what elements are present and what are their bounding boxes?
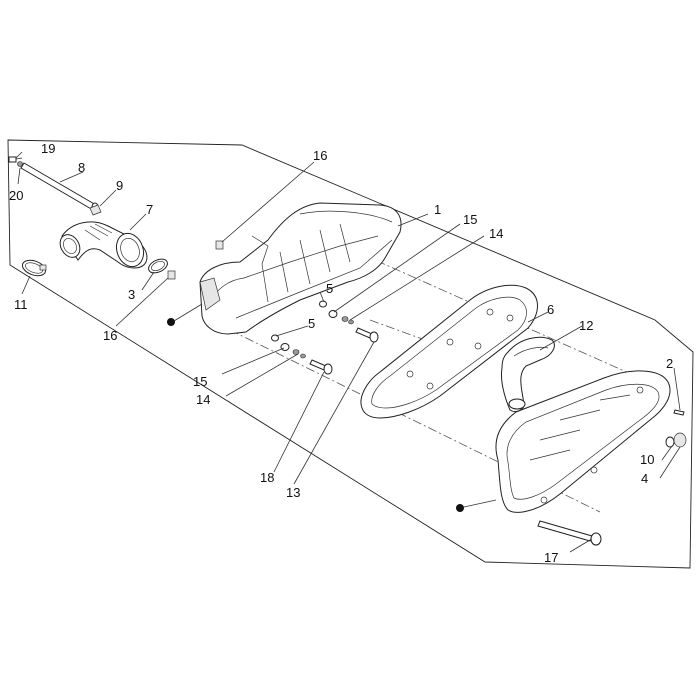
part-15-washer-lower bbox=[280, 343, 290, 351]
callout-11: 11 bbox=[14, 297, 28, 312]
part-10-washer bbox=[665, 436, 675, 448]
callout-6: 6 bbox=[547, 302, 554, 317]
reference-dot-housing bbox=[167, 318, 175, 326]
part-16-clip-upper bbox=[215, 240, 224, 250]
callout-15-lower: 15 bbox=[193, 374, 207, 389]
callout-5-lower: 5 bbox=[308, 316, 315, 331]
callout-1: 1 bbox=[434, 202, 441, 217]
part-20-clip bbox=[17, 161, 23, 167]
callout-10: 10 bbox=[640, 452, 654, 467]
part-13-bolt bbox=[355, 327, 379, 343]
part-18-bolt bbox=[309, 359, 333, 375]
callout-18: 18 bbox=[260, 470, 274, 485]
part-7-elbow-duct bbox=[59, 221, 148, 269]
callout-5-upper: 5 bbox=[326, 281, 333, 296]
callout-17: 17 bbox=[544, 550, 558, 565]
part-1-airbox-housing bbox=[199, 202, 402, 335]
callout-14-upper: 14 bbox=[489, 226, 503, 241]
part-5-nut-upper bbox=[319, 300, 327, 308]
part-17-outer-cover bbox=[495, 370, 671, 513]
callout-19: 19 bbox=[41, 141, 55, 156]
callout-12: 12 bbox=[579, 318, 593, 333]
callout-7: 7 bbox=[146, 202, 153, 217]
part-6-gasket bbox=[360, 284, 538, 419]
part-14-washer-upper bbox=[341, 316, 354, 325]
callout-16-upper: 16 bbox=[313, 148, 327, 163]
callout-14-lower: 14 bbox=[196, 392, 210, 407]
part-12-filter-tube bbox=[501, 336, 555, 413]
part-8-rod bbox=[20, 162, 99, 212]
callout-20: 20 bbox=[9, 188, 23, 203]
callout-2: 2 bbox=[666, 356, 673, 371]
part-17-long-bolt bbox=[537, 520, 602, 546]
reference-dot-cover bbox=[456, 504, 464, 512]
assembly-boundary bbox=[7, 139, 694, 569]
part-4-cap bbox=[673, 432, 687, 448]
part-19-screw bbox=[8, 156, 23, 163]
part-14-washer-lower bbox=[292, 349, 306, 359]
part-5-nut-lower bbox=[271, 334, 279, 342]
callout-13: 13 bbox=[286, 485, 300, 500]
callout-3: 3 bbox=[128, 287, 135, 302]
part-16-clip-lower bbox=[167, 270, 176, 280]
part-2-screw bbox=[673, 409, 685, 416]
callout-15-upper: 15 bbox=[463, 212, 477, 227]
callout-16-lower: 16 bbox=[103, 328, 117, 343]
part-9-fitting bbox=[89, 204, 102, 216]
callout-labels: 1 2 3 4 5 5 6 7 8 9 10 11 12 13 14 14 15… bbox=[9, 141, 673, 565]
callout-9: 9 bbox=[116, 178, 123, 193]
callout-8: 8 bbox=[78, 160, 85, 175]
callout-4: 4 bbox=[641, 471, 648, 486]
part-3-clamp bbox=[148, 258, 168, 274]
part-11-clamp bbox=[21, 259, 47, 277]
part-15-washer-upper bbox=[328, 310, 338, 318]
leader-lines bbox=[15, 151, 681, 553]
